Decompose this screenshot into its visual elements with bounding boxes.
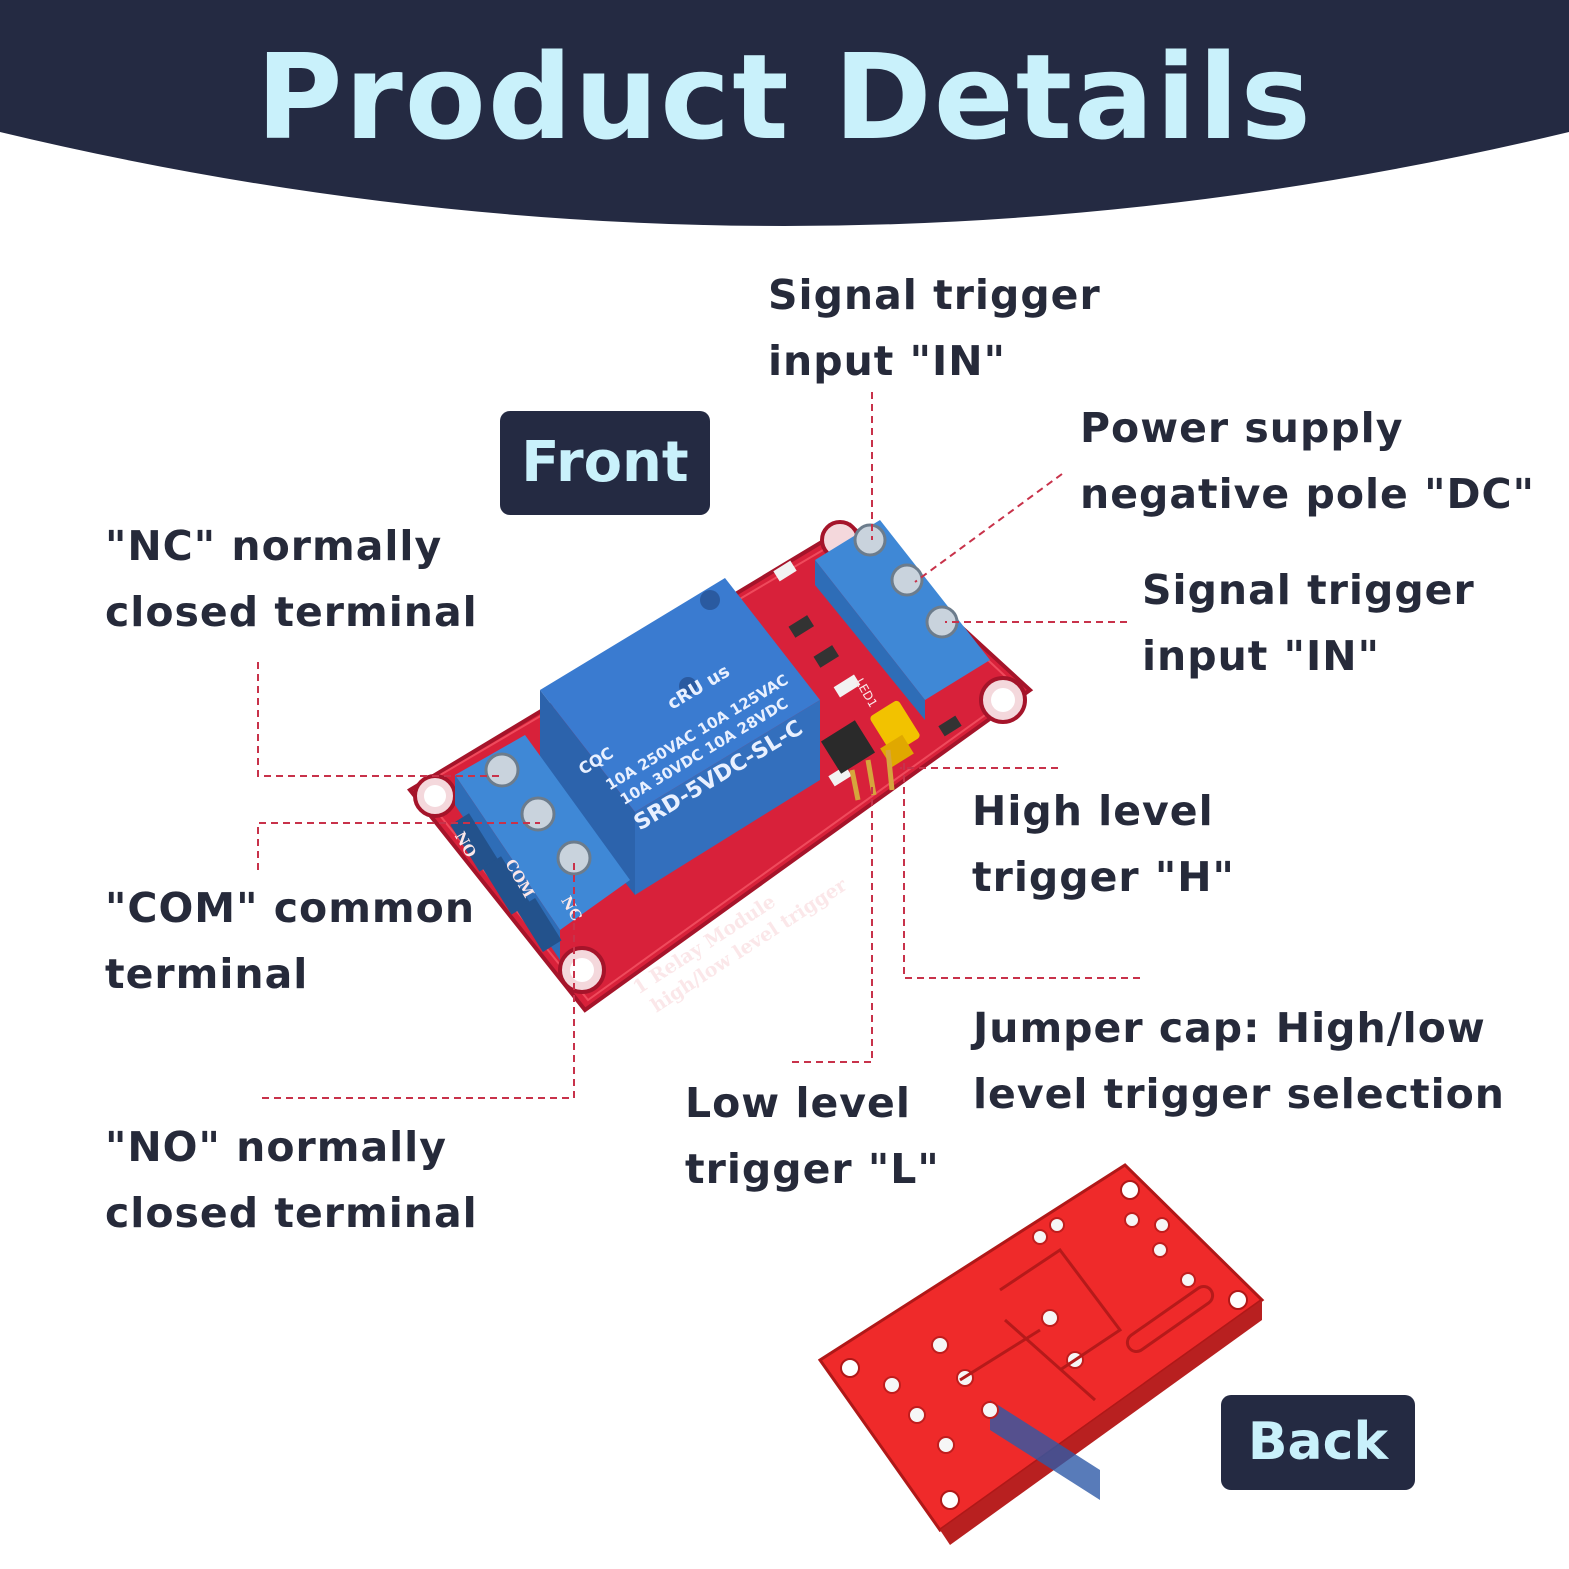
label-signal-trigger-right: Signal trigger input "IN" — [1142, 557, 1475, 689]
label-power-supply-dc: Power supply negative pole "DC" — [1080, 395, 1535, 527]
input-terminal-block — [815, 520, 990, 720]
label-com-terminal: "COM" common terminal — [105, 875, 475, 1007]
label-high-level-trigger: High level trigger "H" — [972, 778, 1235, 910]
label-signal-trigger-top-line2: input "IN" — [768, 337, 1006, 385]
screw-icon — [484, 752, 592, 876]
label-signal-trigger-right-line2: input "IN" — [1142, 632, 1380, 680]
jumper-header — [820, 700, 920, 801]
label-low-level-trigger-line1: Low level — [685, 1079, 911, 1127]
label-no-terminal-line2: closed terminal — [105, 1189, 478, 1237]
back-badge: Back — [1221, 1395, 1415, 1490]
label-jumper-cap-line1: Jumper cap: High/low — [973, 1004, 1486, 1052]
label-com-terminal-line2: terminal — [105, 950, 309, 998]
label-jumper-cap-line2: level trigger selection — [973, 1070, 1505, 1118]
label-signal-trigger-top: Signal trigger input "IN" — [768, 262, 1101, 394]
label-com-terminal-line1: "COM" common — [105, 884, 476, 932]
label-signal-trigger-top-line1: Signal trigger — [768, 271, 1101, 319]
label-no-terminal: "NO" normally closed terminal — [105, 1114, 478, 1246]
leader-lines — [257, 392, 1140, 1099]
label-power-supply-dc-line1: Power supply — [1080, 404, 1404, 452]
label-low-level-trigger-line2: trigger "L" — [685, 1145, 940, 1193]
label-nc-terminal: "NC" normally closed terminal — [105, 513, 478, 645]
relay-body — [540, 578, 820, 895]
page-title: Product Details — [256, 28, 1313, 166]
label-low-level-trigger: Low level trigger "L" — [685, 1070, 940, 1202]
header-band — [0, 0, 1569, 226]
label-nc-terminal-line1: "NC" normally — [105, 522, 443, 570]
output-terminal-block — [450, 735, 630, 960]
label-nc-terminal-line2: closed terminal — [105, 588, 478, 636]
label-no-terminal-line1: "NO" normally — [105, 1123, 447, 1171]
label-jumper-cap: Jumper cap: High/low level trigger selec… — [973, 995, 1505, 1127]
label-high-level-trigger-line2: trigger "H" — [972, 853, 1235, 901]
front-badge: Front — [500, 411, 710, 515]
smd-components — [773, 560, 962, 787]
label-high-level-trigger-line1: High level — [972, 787, 1214, 835]
label-power-supply-dc-line2: negative pole "DC" — [1080, 470, 1535, 518]
label-signal-trigger-right-line1: Signal trigger — [1142, 566, 1475, 614]
